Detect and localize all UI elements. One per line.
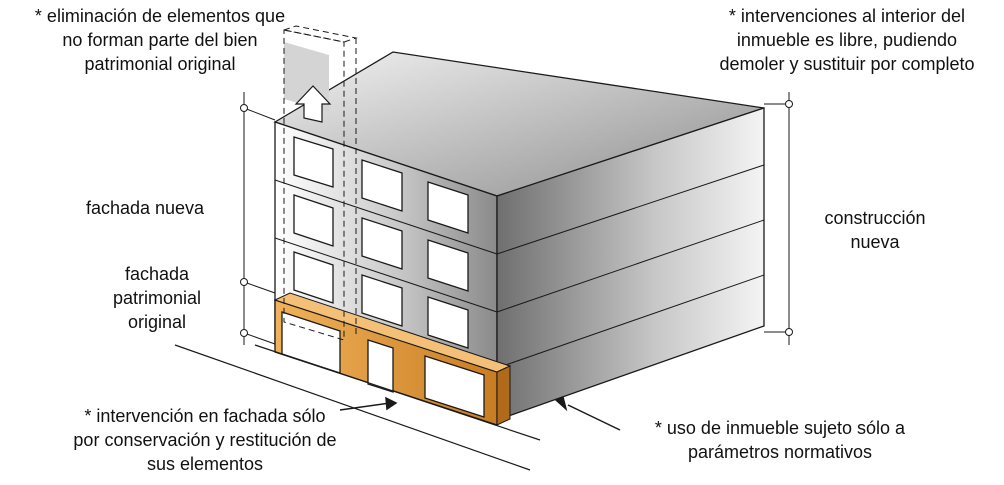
front-floor-lines <box>274 179 498 313</box>
window <box>427 296 469 349</box>
window <box>293 136 334 188</box>
heritage-facade <box>273 292 512 426</box>
window <box>427 181 469 234</box>
door <box>367 339 394 393</box>
window <box>361 159 403 212</box>
left-dimension-line <box>240 92 276 345</box>
window <box>293 251 334 304</box>
leader-arrows <box>339 395 621 431</box>
side-floor-lines <box>496 164 765 369</box>
windows <box>293 136 469 349</box>
window <box>361 217 403 270</box>
demolition-element <box>282 25 358 341</box>
shop-window <box>424 355 485 418</box>
up-arrow-icon <box>294 85 332 123</box>
label-use: * uso de inmueble sujeto sólo a parámetr… <box>654 418 906 462</box>
window <box>427 239 469 292</box>
right-dimension-line <box>764 92 793 345</box>
label-heritage-facade: fachada patrimonial original <box>112 264 202 332</box>
arrow-icon <box>385 396 398 411</box>
window <box>361 274 403 327</box>
label-new-facade: fachada nueva <box>85 198 205 218</box>
label-new-construction: construcción nueva <box>824 208 926 252</box>
window <box>293 194 334 247</box>
arrow-icon <box>554 395 568 412</box>
side-facade <box>496 107 765 421</box>
label-elimination: * eliminación de elementos que no forman… <box>34 6 286 74</box>
label-facade-intervention: * intervención en fachada sólo por conse… <box>73 406 337 474</box>
label-interior: * intervenciones al interior del inmuebl… <box>719 6 975 74</box>
